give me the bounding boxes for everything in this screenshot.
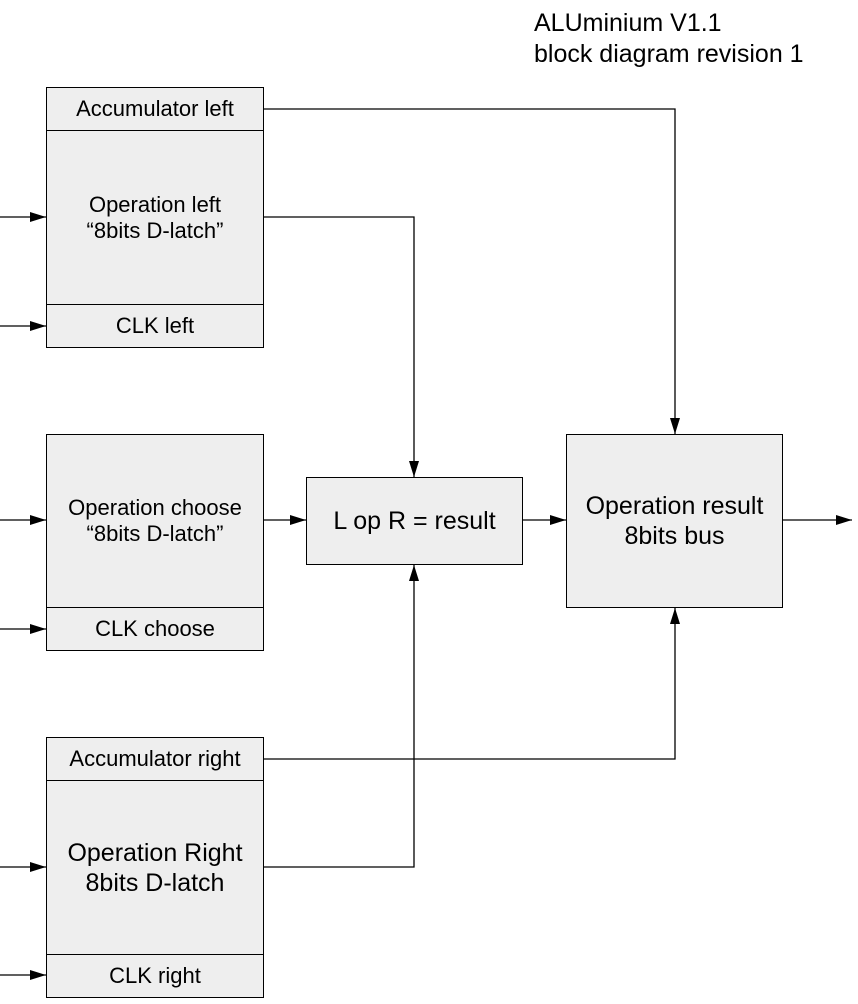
wire-accumulator-left-to-result bbox=[264, 108, 680, 434]
operation-right-label: Operation Right bbox=[67, 838, 243, 867]
operation-left-box: Operation left “8bits D-latch” bbox=[46, 130, 264, 305]
operation-result-label: Operation result bbox=[585, 492, 764, 520]
operation-right-box: Operation Right 8bits D-latch bbox=[46, 780, 264, 955]
operation-choose-sublabel: “8bits D-latch” bbox=[86, 521, 224, 546]
accumulator-right-box: Accumulator right bbox=[46, 737, 264, 781]
operation-choose-box: Operation choose “8bits D-latch” bbox=[46, 434, 264, 608]
wire-accumulator-right-to-result bbox=[264, 608, 680, 760]
clk-choose-label: CLK choose bbox=[95, 616, 215, 641]
alu-label: L op R = result bbox=[333, 507, 496, 535]
diagram-title: ALUminium V1.1 block diagram revision 1 bbox=[534, 8, 804, 70]
wire-operation-left-to-alu bbox=[264, 216, 419, 477]
clk-left-label: CLK left bbox=[115, 313, 195, 338]
operation-choose-label: Operation choose bbox=[68, 495, 242, 520]
diagram-title-line1: ALUminium V1.1 bbox=[534, 9, 722, 37]
accumulator-left-label: Accumulator left bbox=[76, 96, 234, 121]
operation-result-box: Operation result 8bits bus bbox=[566, 434, 783, 608]
accumulator-left-box: Accumulator left bbox=[46, 87, 264, 131]
clk-choose-box: CLK choose bbox=[46, 607, 264, 651]
operation-right-sublabel: 8bits D-latch bbox=[85, 868, 225, 897]
operation-result-sublabel: 8bits bus bbox=[624, 522, 725, 550]
alu-box: L op R = result bbox=[306, 477, 523, 565]
clk-right-box: CLK right bbox=[46, 954, 264, 998]
accumulator-right-label: Accumulator right bbox=[69, 746, 241, 771]
wire-operation-right-to-alu bbox=[264, 565, 419, 868]
clk-left-box: CLK left bbox=[46, 304, 264, 348]
clk-right-label: CLK right bbox=[109, 963, 201, 988]
diagram-title-line2: block diagram revision 1 bbox=[534, 40, 804, 68]
operation-left-sublabel: “8bits D-latch” bbox=[86, 217, 224, 243]
operation-left-label: Operation left bbox=[88, 191, 222, 217]
